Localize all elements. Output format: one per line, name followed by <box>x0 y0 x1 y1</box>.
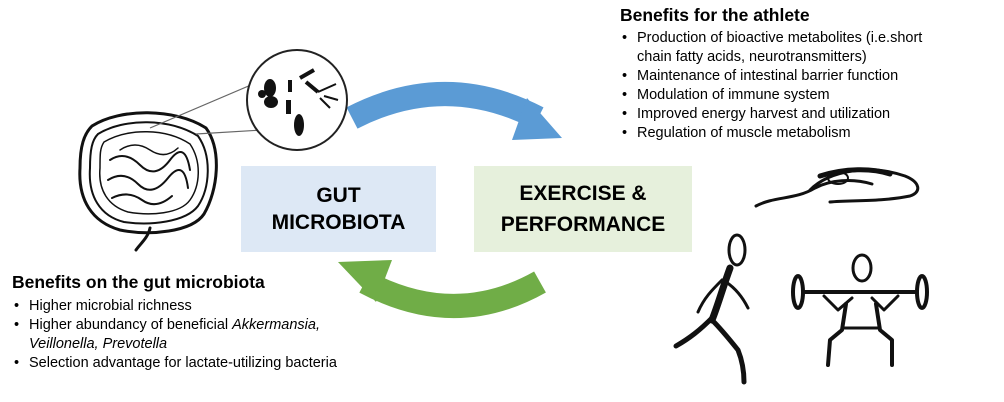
list-item: Higher microbial richness <box>12 297 337 316</box>
list-item: Modulation of immune system <box>620 86 922 105</box>
list-item: Higher abundancy of beneficial Akkermans… <box>12 316 337 335</box>
list-item: Selection advantage for lactate-utilizin… <box>12 354 337 373</box>
exercise-performance-box: EXERCISE & PERFORMANCE <box>474 166 692 252</box>
list-item: Improved energy harvest and utilization <box>620 105 922 124</box>
athlete-benefits-heading: Benefits for the athlete <box>620 5 810 25</box>
cycle-arrow-bottom <box>338 260 546 318</box>
microbiota-benefits-list: Higher microbial richness Higher abundan… <box>12 297 337 373</box>
weightlifter-icon <box>791 253 929 367</box>
list-item: Production of bioactive metabolites (i.e… <box>620 29 922 48</box>
runner-icon <box>673 233 750 385</box>
genus-names: Veillonella, Prevotella <box>29 336 168 352</box>
list-item: chain fatty acids, neurotransmitters) <box>637 49 867 65</box>
microbiota-benefits-heading: Benefits on the gut microbiota <box>12 272 265 292</box>
gut-box-line2: MICROBIOTA <box>271 211 406 234</box>
bacteria-magnifier-icon <box>149 49 348 151</box>
gut-microbiota-box: GUT MICROBIOTA <box>241 166 436 252</box>
exercise-box-line2: PERFORMANCE <box>500 213 666 236</box>
athlete-benefits-list: Production of bioactive metabolites (i.e… <box>620 29 922 143</box>
list-item-text: Higher abundancy of beneficial <box>29 317 233 333</box>
list-item-continuation: Veillonella, Prevotella <box>12 335 337 354</box>
gut-box-line1: GUT <box>316 184 361 207</box>
exercise-box-line1: EXERCISE & <box>519 182 647 205</box>
list-item: Regulation of muscle metabolism <box>620 124 922 143</box>
genus-names: Akkermansia, <box>232 317 320 333</box>
intestine-icon <box>78 111 218 252</box>
cycle-arrow-top <box>346 82 562 140</box>
list-item: Maintenance of intestinal barrier functi… <box>620 67 922 86</box>
swimmer-icon <box>754 167 920 208</box>
